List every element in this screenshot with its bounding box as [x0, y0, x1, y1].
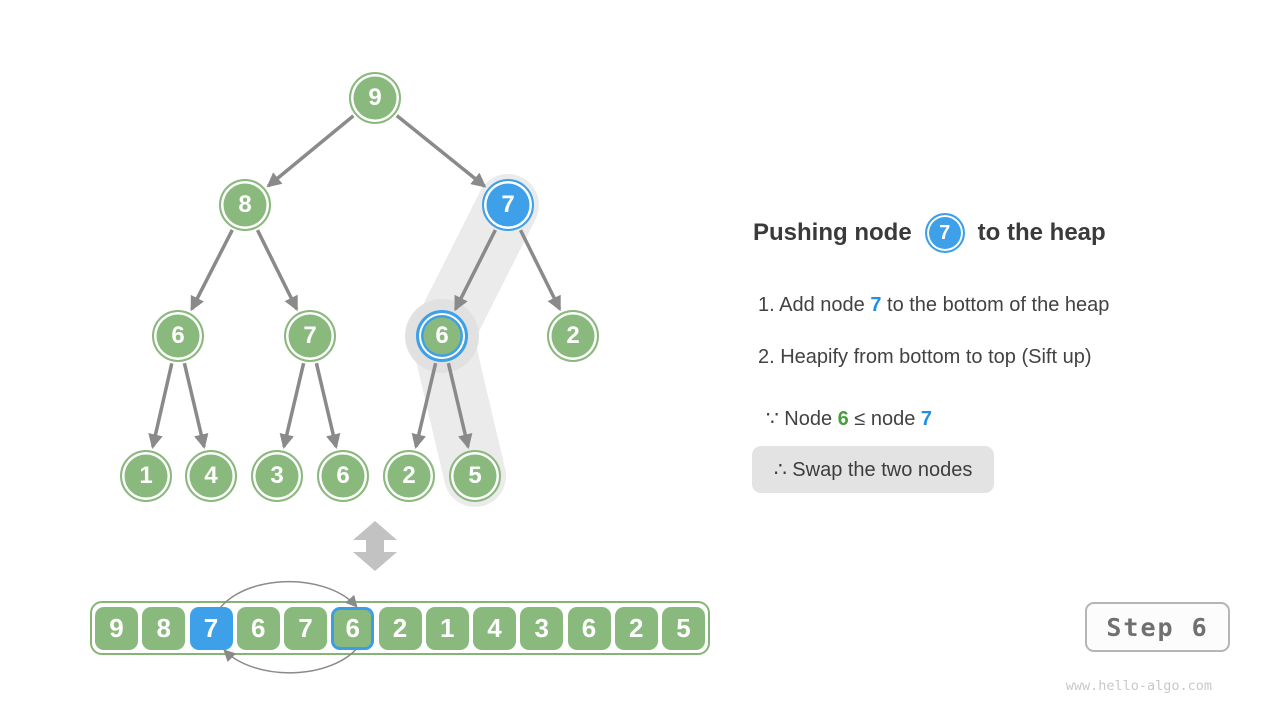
- title-pre: Pushing node: [753, 219, 912, 246]
- because-text: ∵ Node: [766, 408, 838, 430]
- tree-edges: [148, 114, 562, 449]
- node-value: 4: [204, 462, 218, 489]
- node-badge-icon: 7: [924, 213, 965, 253]
- node-value: 9: [368, 84, 382, 111]
- title-post: to the heap: [977, 219, 1106, 246]
- step2-text: 2. Heapify from bottom to top (Sift up): [758, 346, 1092, 368]
- node-value: 6: [336, 462, 350, 489]
- because-green-value: 6: [837, 408, 849, 430]
- tree-node: 1: [120, 450, 172, 502]
- array-cell: 1: [425, 606, 469, 650]
- heap-array: 9 8 7 6 7 6 2 1 4 3 6 2 5: [95, 605, 705, 651]
- node-value: 7: [303, 322, 317, 349]
- node-value: 6: [435, 322, 449, 349]
- updown-arrow-icon: [353, 521, 397, 571]
- step1-highlight: 7: [870, 294, 882, 316]
- array-cell: 2: [378, 606, 422, 650]
- because-blue-value: 7: [920, 408, 933, 430]
- tree-node-pushed: 7: [482, 179, 534, 231]
- tree-node: 3: [251, 450, 303, 502]
- node-value: 5: [468, 462, 482, 489]
- node-value: 2: [566, 322, 580, 349]
- node-value: 6: [171, 322, 185, 349]
- because-line: ∵ Node 6 ≤ node 7: [766, 406, 932, 431]
- node-value: 2: [402, 462, 416, 489]
- tree-node: 7: [284, 310, 336, 362]
- tree-node: 8: [219, 179, 271, 231]
- array-cell-compared: 6: [331, 606, 375, 650]
- array-cell: 8: [142, 606, 186, 650]
- array-cell: 7: [284, 606, 327, 650]
- step-badge: Step 6: [1085, 602, 1230, 652]
- node-value: 1: [139, 462, 153, 489]
- therefore-text: ∴ Swap the two nodes: [774, 459, 973, 481]
- tree-node: 2: [383, 450, 435, 502]
- array-cell: 4: [473, 606, 516, 650]
- step1-text: 1. Add node: [758, 294, 871, 316]
- tree-node: 6: [152, 310, 204, 362]
- because-mid-text: ≤ node: [848, 408, 921, 430]
- array-cell: 9: [95, 606, 138, 650]
- watermark-text: www.hello-algo.com: [1065, 678, 1212, 694]
- tree-node: 5: [449, 450, 501, 502]
- array-cell: 6: [236, 606, 280, 650]
- tree-node-root: 9: [349, 72, 401, 124]
- array-cell: 2: [614, 606, 658, 650]
- step1-text-post: to the bottom of the heap: [881, 294, 1110, 316]
- instruction-step-2: 2. Heapify from bottom to top (Sift up): [758, 346, 1091, 369]
- array-cell: 3: [520, 606, 564, 650]
- badge-value: 7: [939, 221, 951, 244]
- instruction-step-1: 1. Add node 7 to the bottom of the heap: [758, 294, 1109, 317]
- tree-node: 6: [317, 450, 369, 502]
- watermark: www.hello-algo.com: [1050, 678, 1212, 694]
- array-cell: 5: [662, 606, 705, 650]
- array-cell: 6: [567, 606, 611, 650]
- step-badge-label: Step 6: [1106, 612, 1209, 642]
- tree-node: 2: [547, 310, 599, 362]
- array-cell-pushed: 7: [189, 606, 233, 650]
- therefore-box: ∴ Swap the two nodes: [752, 446, 995, 493]
- panel-title: Pushing node 7 to the heap: [753, 211, 1106, 255]
- tree-node: 4: [185, 450, 237, 502]
- node-value: 3: [270, 462, 284, 489]
- tree-node-compared: 6: [416, 310, 468, 362]
- node-value: 8: [238, 191, 252, 218]
- node-value: 7: [501, 191, 515, 218]
